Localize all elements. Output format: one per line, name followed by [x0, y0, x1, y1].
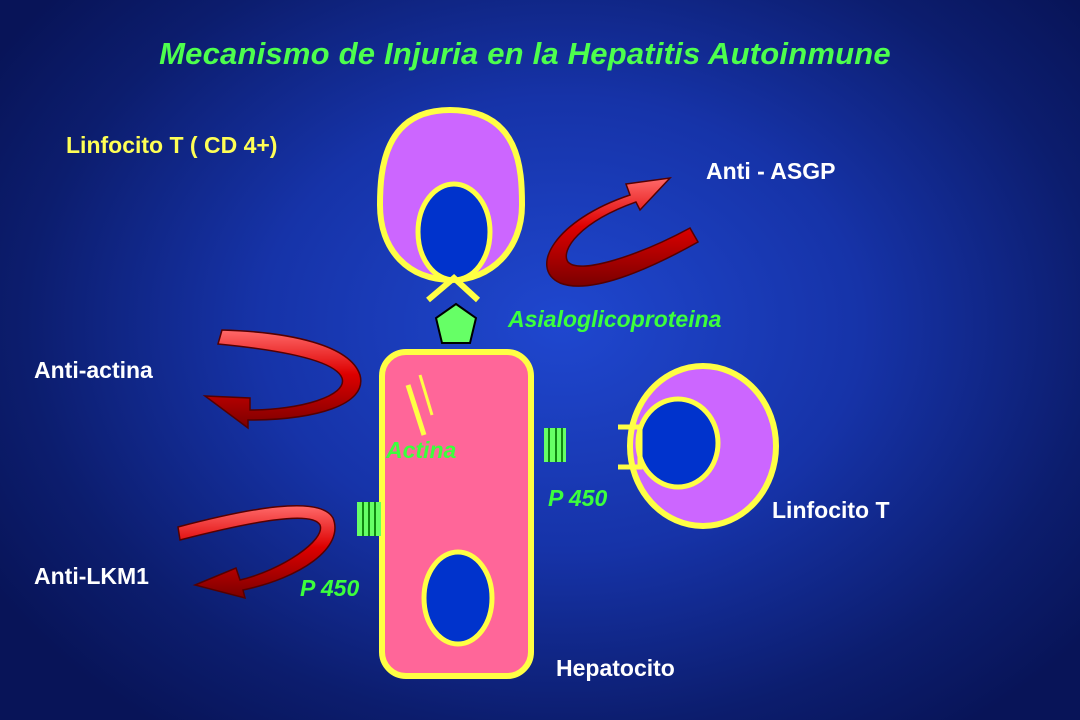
p450-receptor-left: [357, 502, 381, 536]
hepatocyte-nucleus: [421, 549, 495, 647]
anti-asgp-arrow: [546, 176, 700, 287]
slide-title: Mecanismo de Injuria en la Hepatitis Aut…: [159, 36, 891, 71]
label-cd4-lymphocyte: Linfocito T ( CD 4+): [66, 132, 278, 158]
tcr-receptor: [426, 274, 481, 303]
actin-fiber: [405, 384, 427, 436]
t-lymphocyte-nucleus: [635, 396, 721, 490]
label-p450-left: P 450: [300, 575, 360, 601]
label-hepatocyte: Hepatocito: [556, 655, 675, 681]
label-anti-actina: Anti-actina: [34, 357, 153, 383]
asialoglycoprotein-antigen: [434, 302, 478, 344]
cd4-nucleus: [415, 181, 493, 283]
t-lymphocyte: [618, 363, 779, 529]
label-asialoglycoprotein: Asialoglicoproteina: [508, 306, 722, 332]
p450-receptor-right: [544, 428, 566, 462]
label-anti-lkm1: Anti-LKM1: [34, 563, 149, 589]
anti-actina-arrow: [202, 329, 362, 430]
actin-fiber: [418, 374, 434, 416]
anti-lkm1-arrow: [177, 505, 336, 600]
t-lymphocyte-receptor: [618, 424, 643, 470]
label-anti-asgp: Anti - ASGP: [706, 158, 836, 184]
label-p450-right: P 450: [548, 485, 608, 511]
label-t-lymphocyte: Linfocito T: [772, 497, 890, 523]
hepatocyte: [379, 349, 534, 679]
label-actina: Actina: [386, 437, 457, 463]
cd4-lymphocyte: [376, 106, 526, 303]
